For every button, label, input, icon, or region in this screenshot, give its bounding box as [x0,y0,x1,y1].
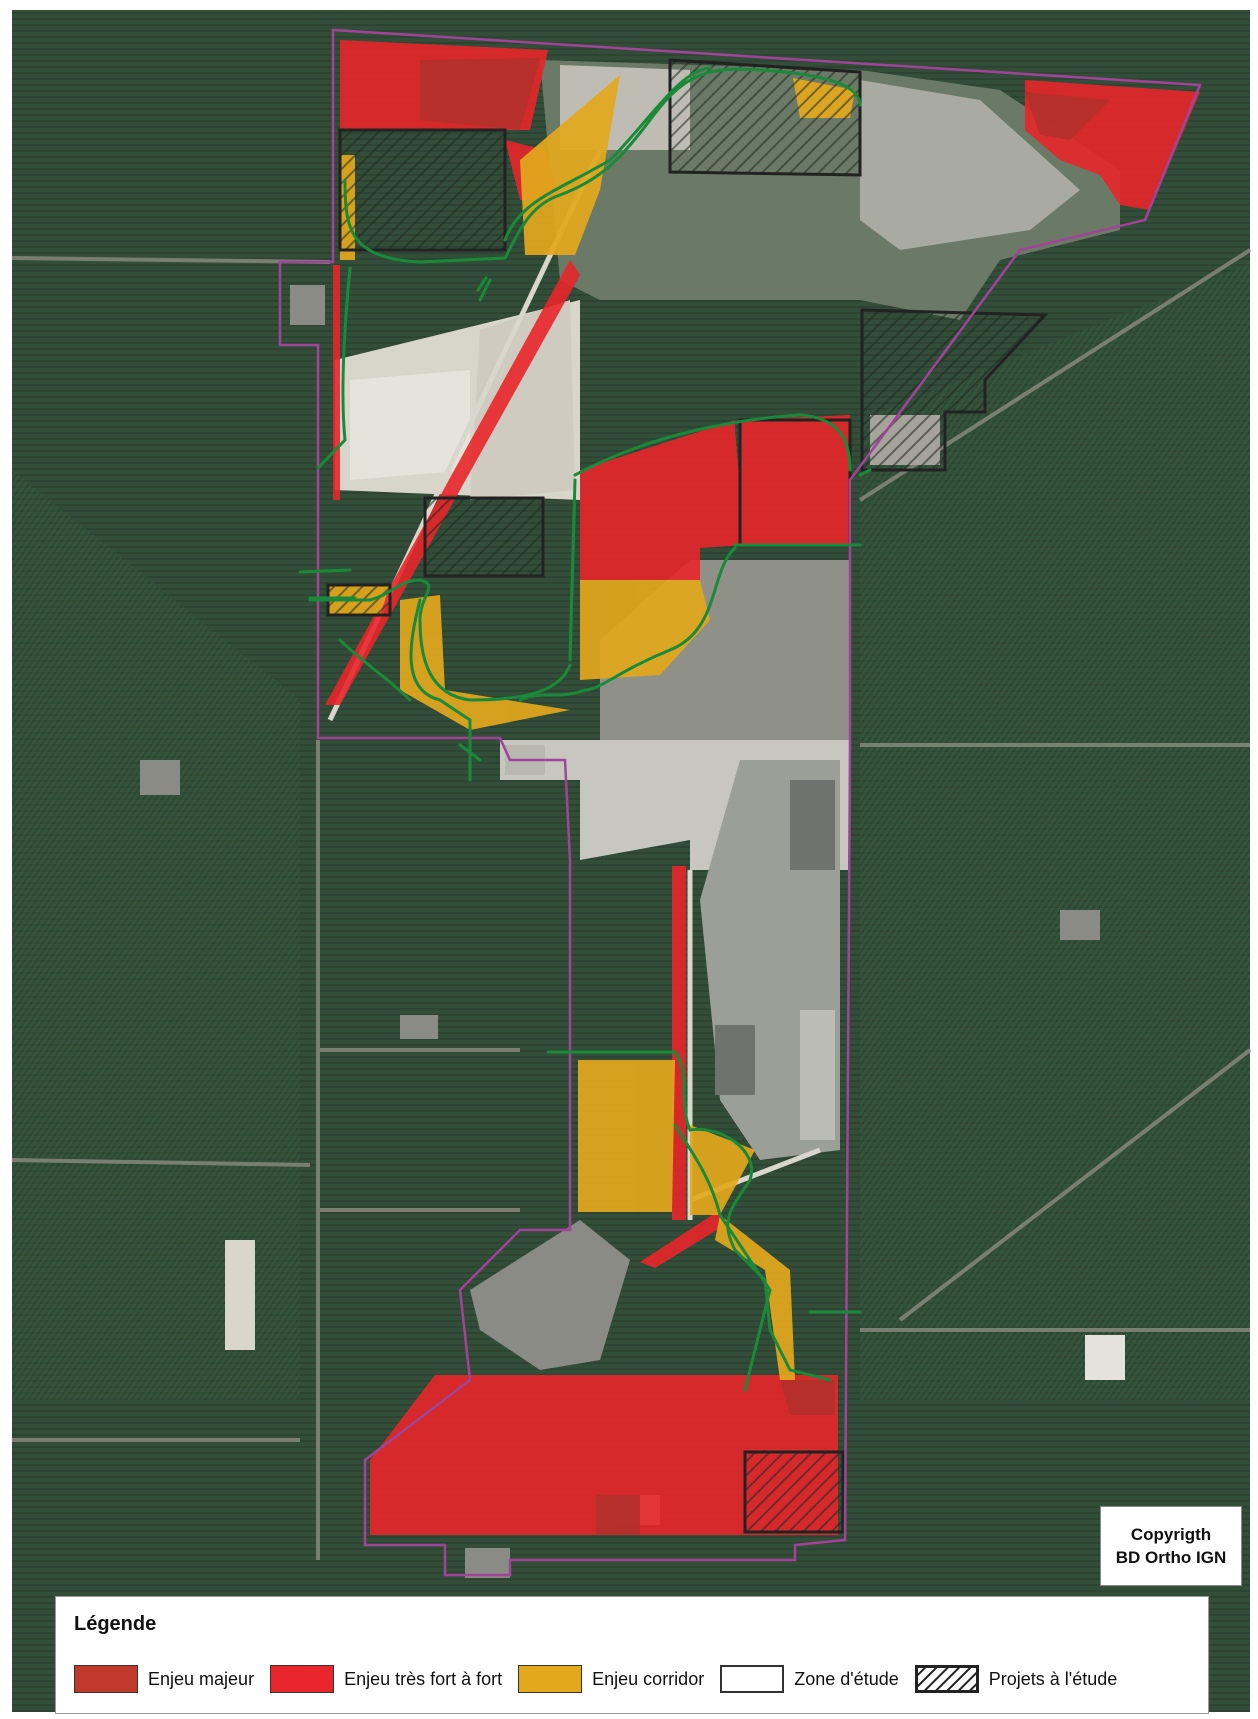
legend-item-enjeu-majeur: Enjeu majeur [74,1665,254,1693]
legend-label-enjeu-corridor: Enjeu corridor [592,1668,705,1689]
swatch-projets-hatched [914,1665,979,1693]
legend-label-zone-etude: Zone d'étude [794,1668,899,1689]
copyright-box: Copyrigth BD Ortho IGN [1100,1506,1242,1586]
legend-title: Légende [74,1613,157,1635]
copyright-line-2: BD Ortho IGN [1115,1548,1227,1567]
swatch-enjeu-majeur [74,1665,138,1693]
zone-d-etude-outline [278,28,1202,1577]
legend-label-enjeu-majeur: Enjeu majeur [148,1668,255,1689]
swatch-enjeu-tres-fort [270,1665,335,1693]
legend-panel: Légende Enjeu majeur Enjeu très fort à f… [55,1596,1209,1714]
page-margin-left [0,0,12,1719]
legend-item-projets: Projets à l'étude [914,1665,1118,1693]
roads [11,248,1252,1560]
legend-item-enjeu-tres-fort: Enjeu très fort à fort [270,1665,502,1693]
legend-item-zone-etude: Zone d'étude [720,1665,899,1693]
legend-item-enjeu-corridor: Enjeu corridor [518,1665,704,1693]
page-margin-top [0,0,1258,10]
copyright-line-1: Copyrigth [1130,1525,1212,1544]
swatch-zone-etude [720,1665,785,1693]
swatch-enjeu-corridor [518,1665,583,1693]
legend-label-projets: Projets à l'étude [988,1668,1118,1689]
page-margin-bottom [0,1712,1258,1719]
legend-items: Enjeu majeur Enjeu très fort à fort Enje… [74,1665,1133,1693]
legend-label-enjeu-tres-fort: Enjeu très fort à fort [344,1668,503,1689]
enjeu-majeur-areas [420,58,1110,1535]
forest-block-east [860,260,1258,1400]
corridor-lines [298,66,872,1392]
page-margin-right [1250,0,1258,1719]
